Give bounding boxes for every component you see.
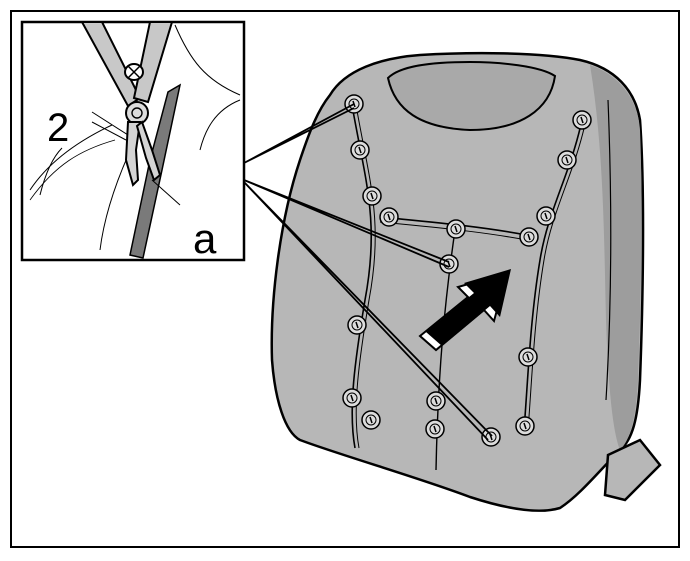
bottom-tab — [603, 438, 662, 502]
arrow-icon — [418, 269, 511, 352]
hog-ring-clip — [446, 219, 466, 239]
hog-ring-clip — [425, 419, 445, 439]
hog-ring-clip — [557, 150, 577, 170]
hog-ring-clip — [350, 140, 370, 160]
hog-ring-pliers-icon — [81, 23, 173, 187]
detail-letter-label: a — [193, 215, 217, 262]
hog-ring-clip — [572, 110, 592, 130]
seatback-cushion — [270, 51, 645, 512]
hog-ring-clip — [519, 227, 539, 247]
hog-ring-clip — [347, 315, 367, 335]
side-shade — [590, 65, 642, 450]
hog-ring-clip — [518, 347, 538, 367]
hog-ring-clips — [342, 94, 592, 447]
hog-ring-clip — [515, 416, 535, 436]
hog-ring-clip — [536, 206, 556, 226]
hog-ring-clip — [481, 427, 501, 447]
part-number-label: 2 — [47, 106, 70, 150]
hog-ring-clip — [362, 186, 382, 206]
hog-ring-clip — [426, 391, 446, 411]
hog-ring-clip — [361, 410, 381, 430]
detail-inset — [20, 20, 246, 262]
headrest-recess — [386, 60, 557, 132]
seatback — [270, 51, 662, 512]
hog-ring-clip — [379, 207, 399, 227]
seam-outer-right — [605, 99, 612, 401]
hog-ring-clip — [342, 388, 362, 408]
